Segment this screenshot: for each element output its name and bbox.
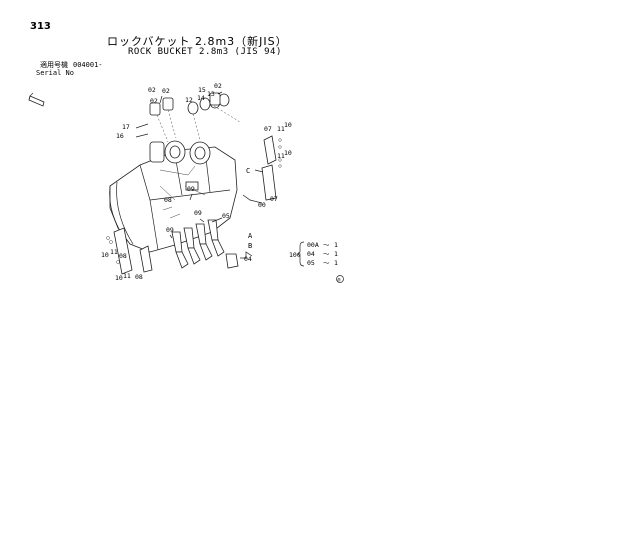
callout-10: 10 bbox=[101, 251, 109, 259]
pin-bosses bbox=[149, 92, 230, 116]
registered-mark-icon: ® bbox=[336, 275, 344, 284]
callout-c: C bbox=[246, 167, 250, 175]
assembly-row-qty: 1 bbox=[334, 259, 338, 267]
callout-09: 09 bbox=[187, 185, 195, 193]
tooth-04 bbox=[225, 253, 239, 269]
callout-08: 08 bbox=[119, 252, 127, 260]
callout-07: 07 bbox=[264, 125, 272, 133]
page-number: 313 bbox=[30, 21, 51, 32]
callout-05: 05 bbox=[222, 212, 230, 220]
callout-09: 09 bbox=[166, 226, 174, 234]
callout-17: 17 bbox=[122, 123, 130, 131]
callout-13: 13 bbox=[207, 90, 215, 98]
assembly-row-part: 00A bbox=[307, 241, 319, 249]
serial-label-english: Serial No bbox=[36, 69, 74, 77]
right-side-cutter bbox=[261, 135, 282, 201]
assembly-row-qty: 1 bbox=[334, 250, 338, 258]
assembly-row-tilde: ～ bbox=[323, 250, 330, 258]
callout-11: 11 bbox=[123, 272, 131, 280]
leader-lines bbox=[135, 91, 264, 239]
callout-00: 00 bbox=[258, 201, 266, 209]
front-arrow-icon bbox=[28, 92, 45, 107]
serial-value: 004001- bbox=[73, 61, 103, 69]
callout-02: 02 bbox=[148, 86, 156, 94]
assembly-table: 100 00A ～ 1 04 ～ 1 05 ～ 1 bbox=[289, 241, 338, 267]
assembly-ref: 100 bbox=[289, 251, 301, 259]
callout-10: 10 bbox=[284, 149, 292, 157]
teeth-row bbox=[171, 219, 225, 269]
callout-15: 15 bbox=[198, 86, 206, 94]
callout-11: 11 bbox=[277, 152, 285, 160]
bucket-body bbox=[109, 140, 238, 253]
callout-14: 14 bbox=[197, 94, 205, 102]
callout-02: 02 bbox=[150, 97, 158, 105]
title-english: ROCK BUCKET 2.8m3 (JIS 94) bbox=[128, 47, 282, 57]
callout-10: 10 bbox=[115, 274, 123, 282]
callout-10: 10 bbox=[284, 121, 292, 129]
callout-08: 08 bbox=[135, 273, 143, 281]
left-side-cutter bbox=[106, 227, 153, 275]
serial-label-japanese: 適用号機 bbox=[40, 61, 68, 69]
assembly-row-tilde: ～ bbox=[323, 259, 330, 267]
callout-11: 11 bbox=[110, 248, 118, 256]
assembly-row-part: 05 bbox=[307, 259, 315, 267]
callout-11: 11 bbox=[277, 125, 285, 133]
callout-12: 12 bbox=[185, 96, 193, 104]
callout-02-top: 02 bbox=[214, 82, 222, 90]
callout-09: 09 bbox=[194, 209, 202, 217]
callout-a: A bbox=[248, 232, 253, 240]
registered-mark-letter: ® bbox=[338, 278, 342, 284]
assembly-row-tilde: ～ bbox=[323, 241, 330, 249]
callout-02: 02 bbox=[162, 87, 170, 95]
callout-08: 08 bbox=[164, 196, 172, 204]
assembly-row-qty: 1 bbox=[334, 241, 338, 249]
title-japanese: ロックバケット 2.8m3（新JIS） bbox=[107, 35, 288, 48]
callout-04: 04 bbox=[244, 255, 252, 263]
assembly-row-part: 04 bbox=[307, 250, 315, 258]
callout-b: B bbox=[248, 242, 252, 250]
callout-16: 16 bbox=[116, 132, 124, 140]
callout-07: 07 bbox=[270, 195, 278, 203]
